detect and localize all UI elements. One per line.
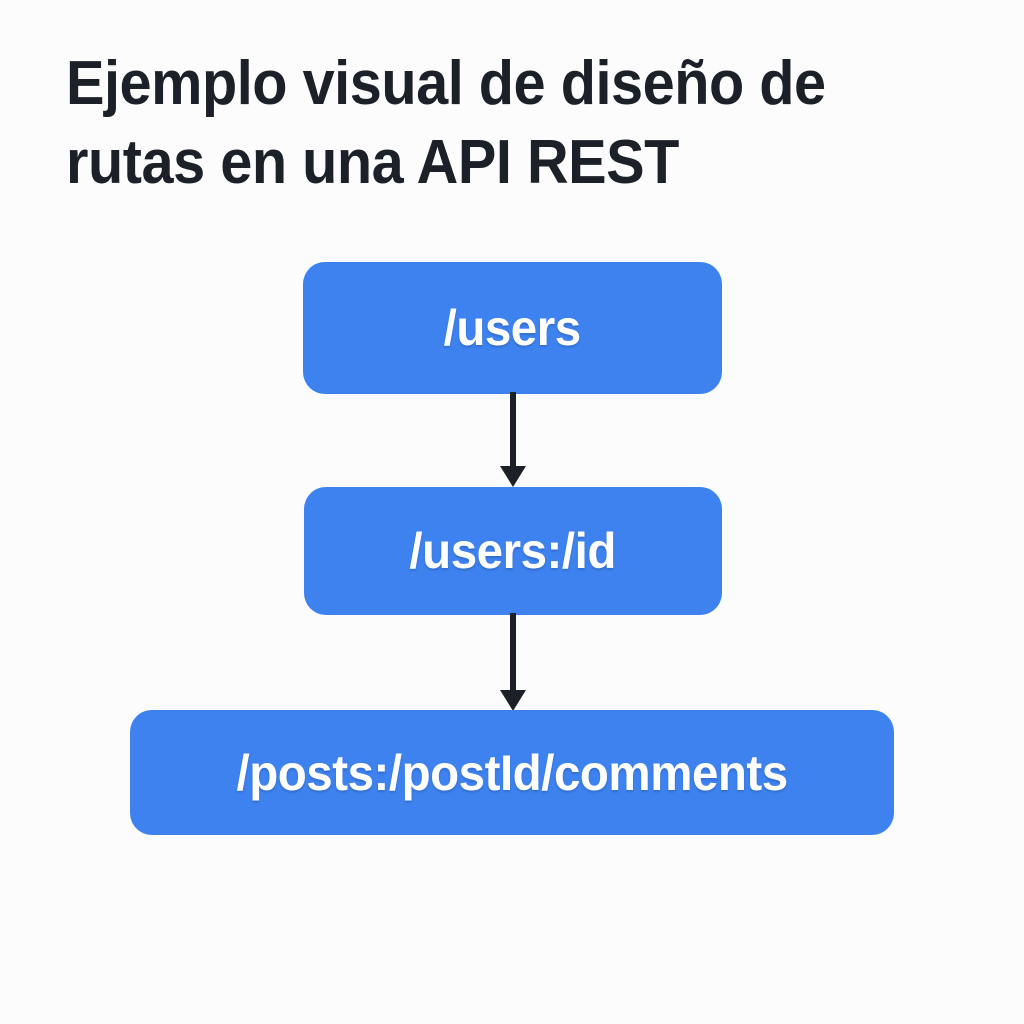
flow-node-users-label: /users: [443, 300, 582, 356]
arrow-down-icon-users-id-to-posts: [493, 613, 533, 712]
flow-node-users-id-label: /users:/id: [409, 523, 617, 579]
flow-node-users[interactable]: /users: [303, 262, 722, 394]
flow-node-posts-comments[interactable]: /posts:/postId/comments: [130, 710, 894, 835]
flow-node-posts-comments-label: /posts:/postId/comments: [236, 744, 788, 801]
arrow-down-icon-users-to-users-id: [493, 392, 533, 488]
page-title: Ejemplo visual de diseño de rutas en una…: [66, 49, 826, 197]
flow-node-users-id[interactable]: /users:/id: [304, 487, 722, 615]
